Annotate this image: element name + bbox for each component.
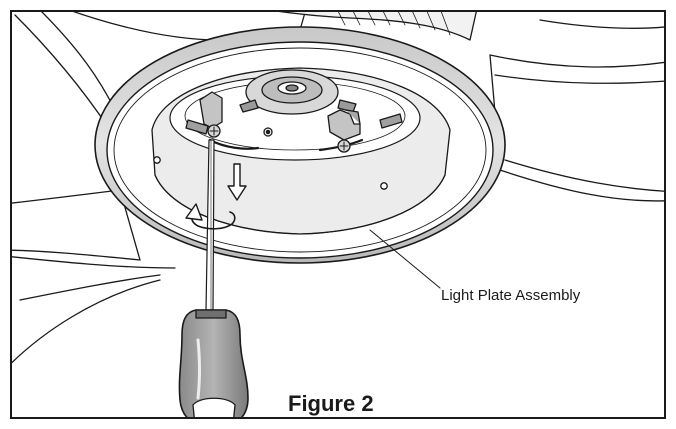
figure-frame bbox=[10, 10, 666, 419]
callout-light-plate-assembly: Light Plate Assembly bbox=[441, 287, 581, 304]
down-arrow-icon bbox=[227, 163, 247, 201]
fan-blade-right bbox=[489, 54, 665, 202]
screwdriver-icon bbox=[178, 309, 249, 418]
callout-leader bbox=[369, 229, 441, 289]
figure-caption: Figure 2 bbox=[288, 391, 374, 416]
motor-housing bbox=[270, 11, 478, 41]
bracket-left bbox=[199, 91, 223, 129]
fan-blade-left bbox=[11, 189, 141, 261]
rotate-arrow-icon bbox=[185, 203, 236, 230]
